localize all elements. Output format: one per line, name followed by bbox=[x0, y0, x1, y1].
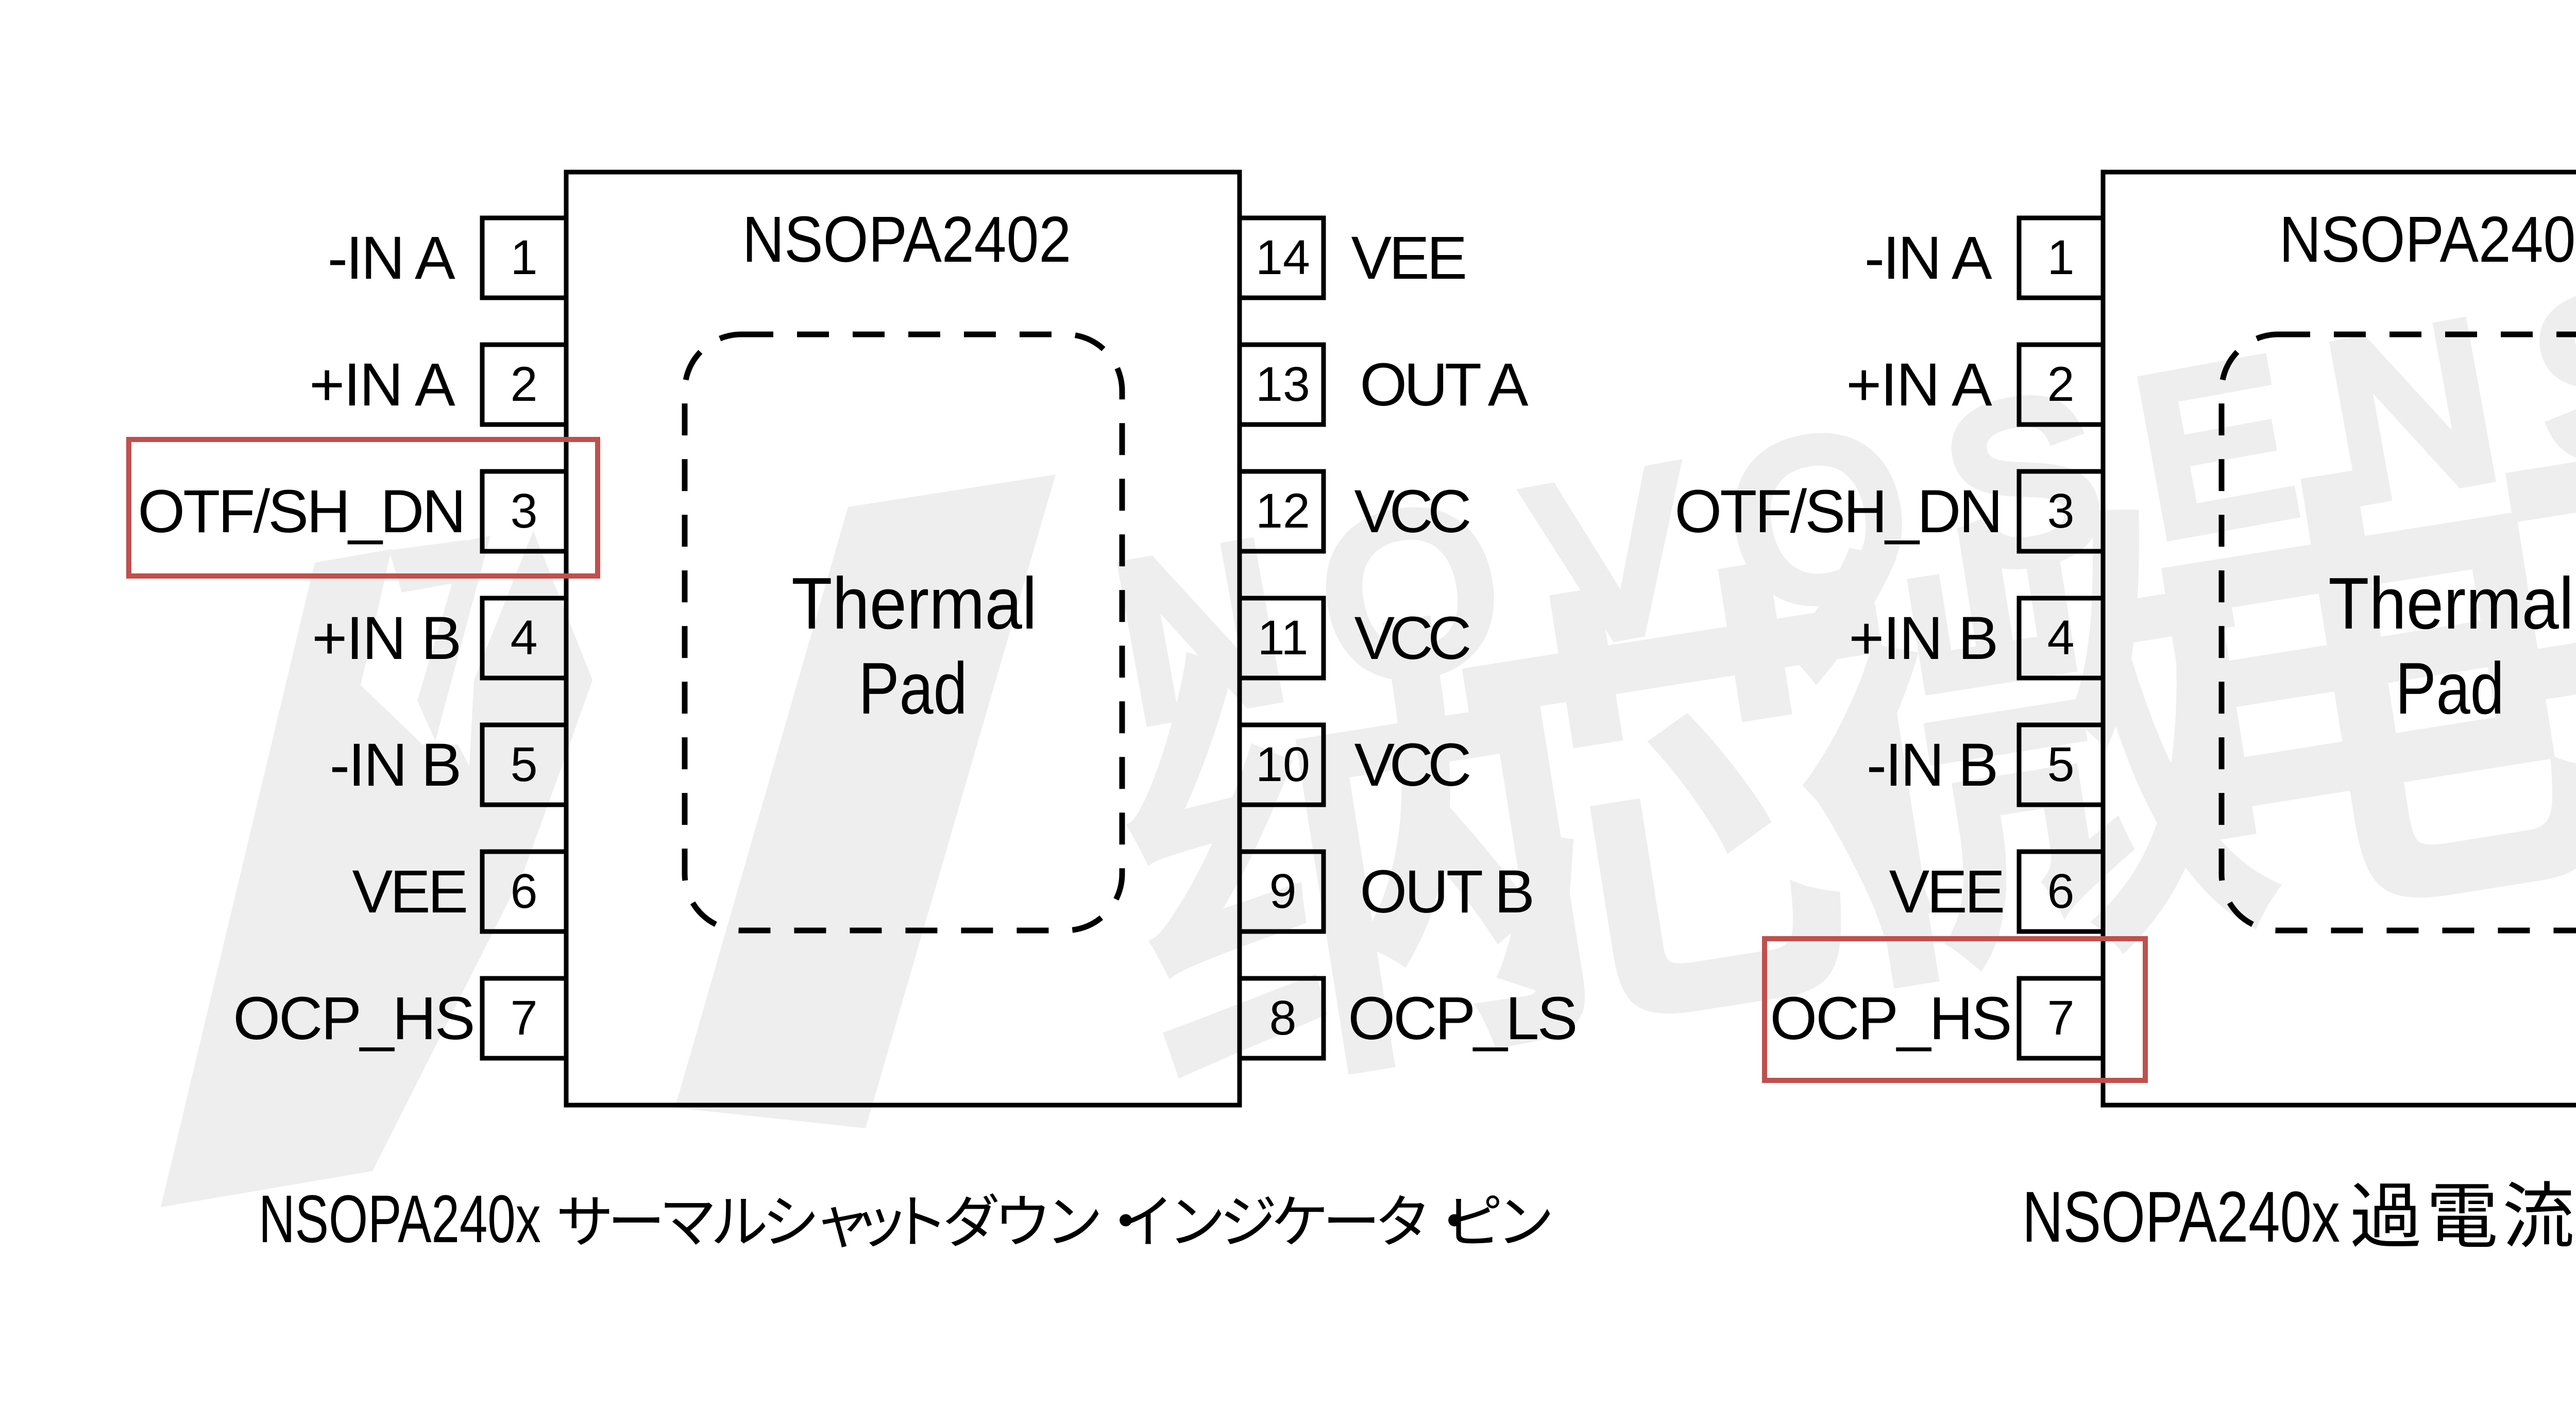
svg-text:VEE: VEE bbox=[1889, 858, 2003, 926]
svg-text:Pad: Pad bbox=[2395, 647, 2504, 729]
svg-text:Thermal: Thermal bbox=[2328, 563, 2574, 645]
svg-text:5: 5 bbox=[2047, 737, 2075, 792]
svg-text:-IN B: -IN B bbox=[1867, 731, 1997, 799]
svg-text:2: 2 bbox=[511, 357, 538, 412]
svg-text:+IN B: +IN B bbox=[312, 604, 461, 672]
svg-text:OUT A: OUT A bbox=[1360, 351, 1528, 419]
svg-text:NSOPA2402: NSOPA2402 bbox=[742, 204, 1071, 276]
svg-text:OTF/SH_DN: OTF/SH_DN bbox=[1674, 478, 2001, 546]
svg-text:7: 7 bbox=[2047, 991, 2075, 1045]
svg-text:-IN A: -IN A bbox=[328, 224, 455, 292]
svg-text:11: 11 bbox=[1258, 611, 1309, 665]
svg-text:Pad: Pad bbox=[858, 647, 967, 729]
svg-text:VCC: VCC bbox=[1354, 731, 1470, 799]
svg-text:+IN A: +IN A bbox=[309, 351, 455, 419]
svg-text:-IN A: -IN A bbox=[1865, 224, 1992, 292]
svg-text:VCC: VCC bbox=[1354, 604, 1470, 672]
svg-text:4: 4 bbox=[511, 611, 538, 665]
svg-text:-IN B: -IN B bbox=[330, 731, 460, 799]
svg-text:OCP_HS: OCP_HS bbox=[233, 985, 473, 1053]
svg-text:NSOPA240x: NSOPA240x bbox=[259, 1181, 541, 1257]
svg-text:+IN A: +IN A bbox=[1846, 351, 1992, 419]
svg-text:OTF/SH_DN: OTF/SH_DN bbox=[138, 478, 464, 546]
svg-text:NSOPA2402: NSOPA2402 bbox=[2279, 204, 2576, 276]
svg-text:12: 12 bbox=[1256, 484, 1310, 538]
svg-text:4: 4 bbox=[2047, 611, 2075, 665]
svg-text:5: 5 bbox=[511, 737, 538, 792]
svg-text:13: 13 bbox=[1256, 357, 1310, 412]
svg-text:8: 8 bbox=[1269, 991, 1297, 1045]
svg-text:9: 9 bbox=[1269, 864, 1297, 919]
svg-text:6: 6 bbox=[511, 864, 538, 919]
svg-text:3: 3 bbox=[511, 484, 538, 538]
svg-text:VCC: VCC bbox=[1354, 478, 1470, 546]
svg-text:7: 7 bbox=[511, 991, 538, 1045]
svg-text:+IN B: +IN B bbox=[1849, 604, 1997, 672]
svg-text:1: 1 bbox=[2047, 230, 2075, 285]
svg-text:Thermal: Thermal bbox=[791, 563, 1037, 645]
svg-text:OUT B: OUT B bbox=[1360, 858, 1532, 926]
svg-text:14: 14 bbox=[1256, 230, 1310, 285]
svg-text:OCP_LS: OCP_LS bbox=[1348, 985, 1575, 1053]
svg-text:NSOPA240x: NSOPA240x bbox=[2022, 1176, 2340, 1257]
svg-text:VEE: VEE bbox=[352, 858, 466, 926]
svg-text:VEE: VEE bbox=[1351, 224, 1465, 292]
svg-text:OCP_HS: OCP_HS bbox=[1770, 985, 2010, 1053]
svg-text:3: 3 bbox=[2047, 484, 2075, 538]
svg-text:1: 1 bbox=[511, 230, 538, 285]
svg-text:10: 10 bbox=[1256, 737, 1310, 792]
svg-text:6: 6 bbox=[2047, 864, 2075, 919]
svg-text:2: 2 bbox=[2047, 357, 2075, 412]
